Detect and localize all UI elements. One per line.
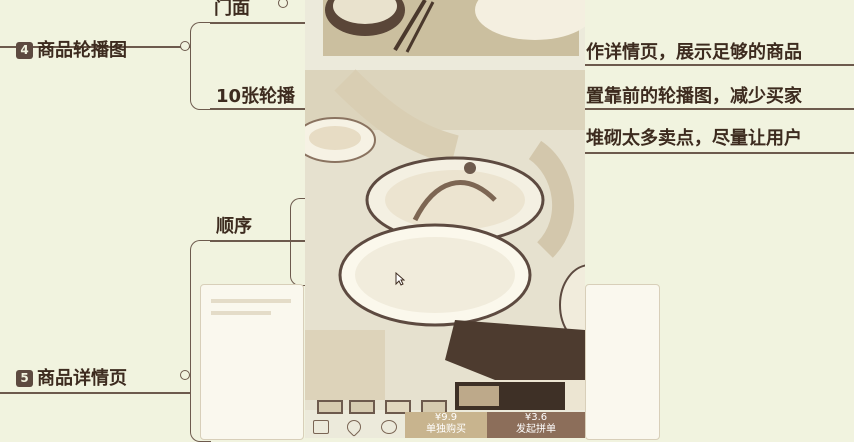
group-buy-button[interactable]: ¥3.6 发起拼单 [487, 412, 585, 438]
collapse-toggle-top[interactable] [278, 0, 288, 8]
node-label: 商品详情页 [37, 368, 127, 389]
note-line-2 [585, 108, 854, 110]
subnode-order[interactable]: 顺序 [216, 216, 252, 237]
node-number-badge: 5 [16, 370, 33, 387]
order-bracket [290, 198, 305, 286]
faded-preview-strip [211, 311, 271, 315]
buy-alone-button[interactable]: ¥9.9 单独购买 [405, 412, 487, 438]
product-preview-panel[interactable]: ¥9.9 单独购买 ¥3.6 发起拼单 [305, 0, 585, 438]
connector-line-5 [0, 392, 190, 394]
chat-icon[interactable] [381, 420, 397, 434]
note-text-3[interactable]: 堆砌太多卖点，尽量让用户 [586, 128, 802, 149]
faded-preview-card-right [585, 284, 660, 440]
collapse-toggle-4[interactable] [180, 41, 190, 51]
connector-sub-top [210, 22, 310, 24]
faded-preview-strip [211, 299, 291, 303]
connector-line-4 [0, 46, 190, 48]
group-buy-label: 发起拼单 [516, 424, 556, 435]
collapse-toggle-5[interactable] [180, 370, 190, 380]
buy-alone-label: 单独购买 [426, 424, 466, 435]
connector-sub-order [210, 240, 310, 242]
carousel-image [305, 0, 585, 414]
connector-sub-count [210, 108, 310, 110]
branch-bracket-4 [190, 22, 211, 110]
note-line-3 [585, 152, 854, 154]
subnode-top[interactable]: 门面 [214, 0, 250, 19]
node-number-badge: 4 [16, 42, 33, 59]
buy-alone-price: ¥9.9 [434, 412, 458, 423]
subnode-count[interactable]: 10张轮播 [216, 86, 296, 107]
note-line-1 [585, 64, 854, 66]
note-text-2[interactable]: 置靠前的轮播图，减少买家 [586, 86, 802, 107]
note-text-1[interactable]: 作详情页，展示足够的商品 [586, 42, 802, 63]
mouse-cursor-icon [395, 272, 405, 286]
store-icon[interactable] [313, 420, 329, 434]
node-label: 商品轮播图 [37, 40, 127, 61]
faded-preview-card-left [200, 284, 304, 440]
group-buy-price: ¥3.6 [524, 412, 548, 423]
